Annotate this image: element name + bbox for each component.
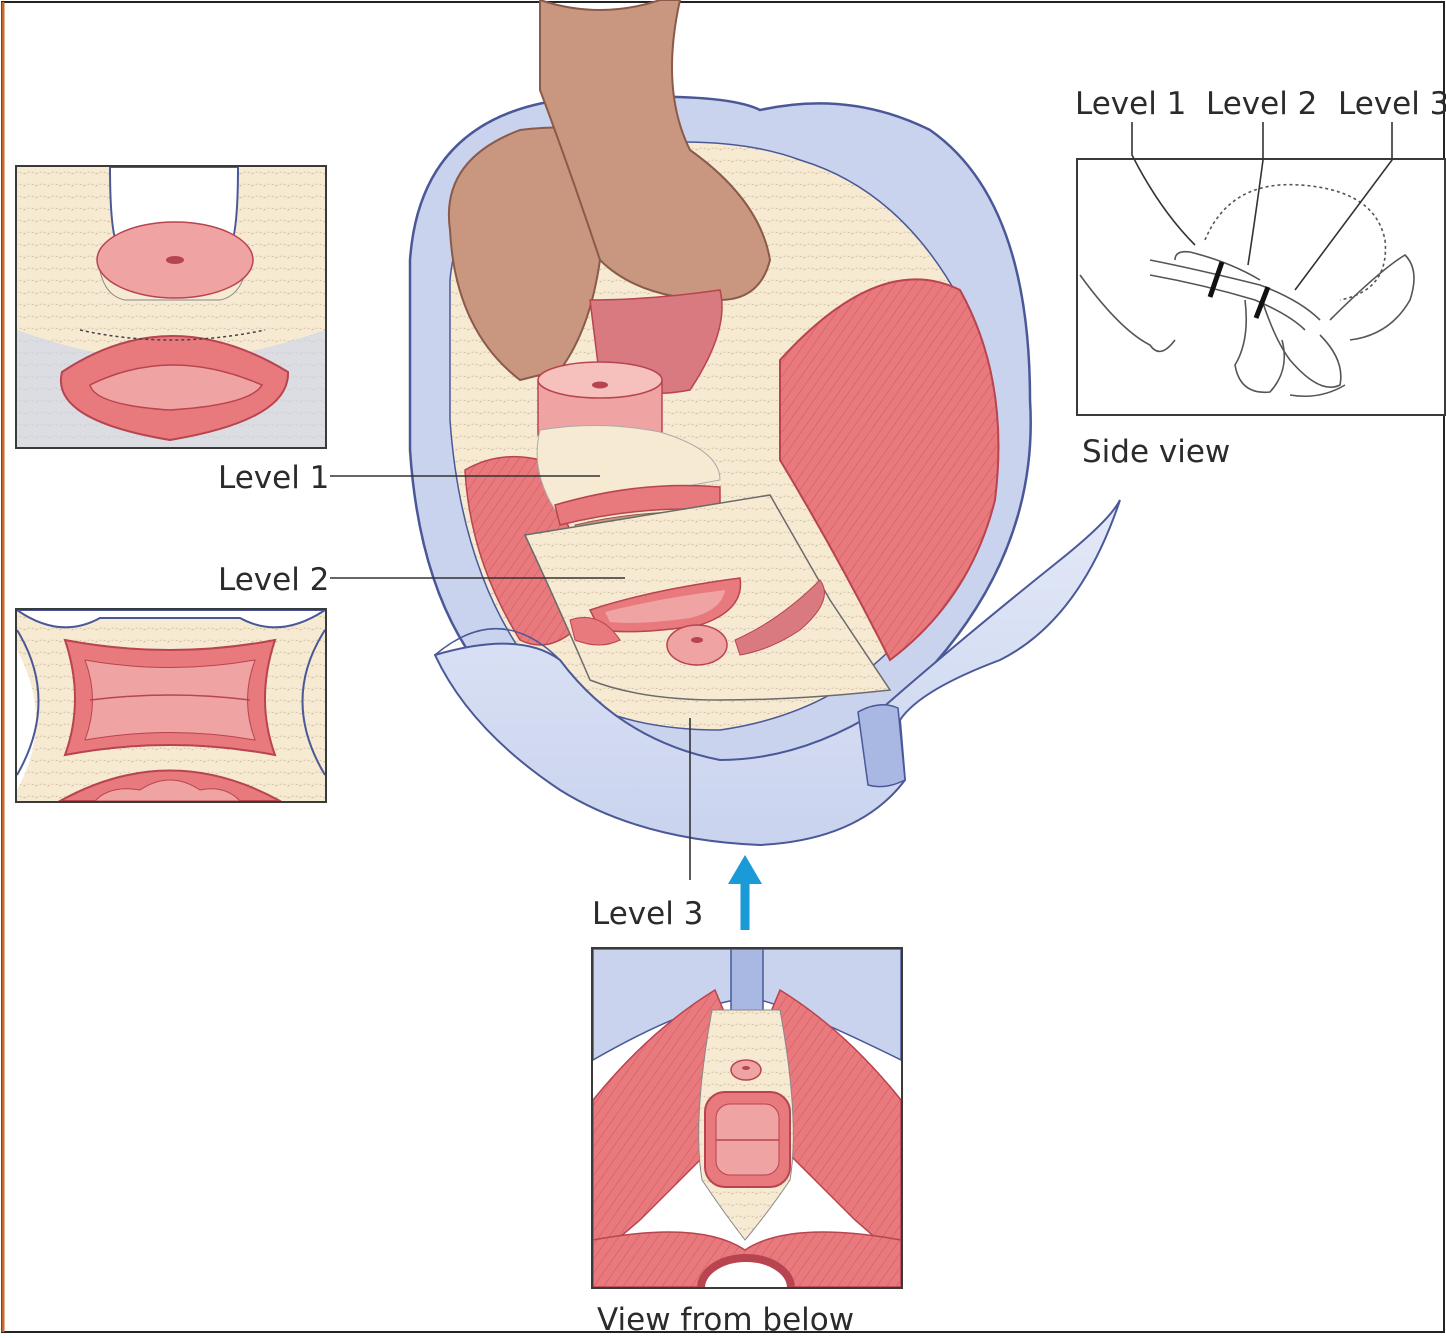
side-view-level1-label: Level 1 <box>1075 86 1186 122</box>
inset-level1 <box>16 166 326 448</box>
view-from-below-caption: View from below <box>597 1302 854 1334</box>
side-view-title: Side view <box>1082 434 1230 470</box>
level2-label: Level 2 <box>218 562 329 598</box>
inset-level2 <box>16 609 326 802</box>
side-view-level2-label: Level 2 <box>1206 86 1317 122</box>
view-arrow <box>728 855 762 930</box>
view-from-below-inset <box>592 948 902 1318</box>
side-view-level3-label: Level 3 <box>1338 86 1446 122</box>
level3-label: Level 3 <box>592 896 703 932</box>
central-pelvis-illustration <box>410 0 1120 845</box>
side-view-inset <box>1077 122 1445 415</box>
level1-label: Level 1 <box>218 460 329 496</box>
